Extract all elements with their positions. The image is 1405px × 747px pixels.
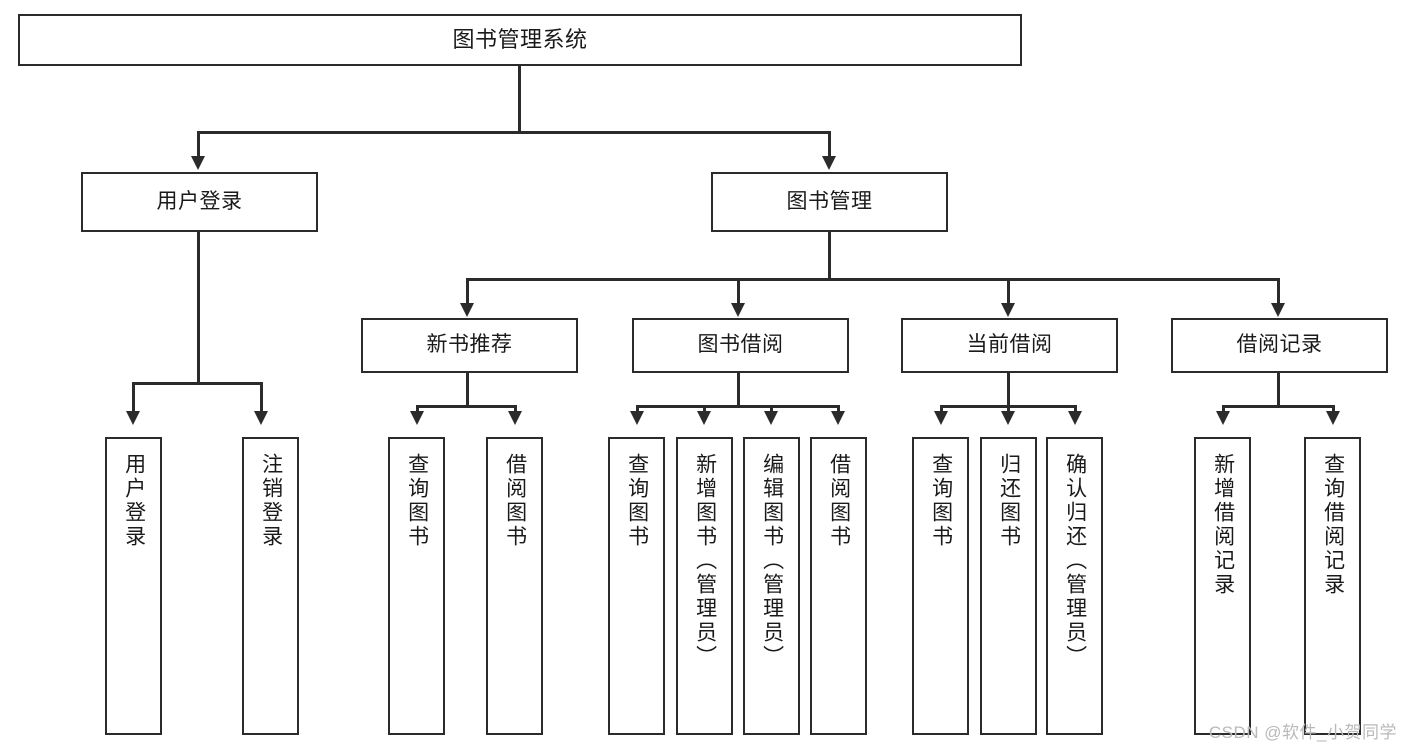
leaf-borrow-book-recommend[interactable]: 借阅图书	[486, 437, 543, 735]
node-book-management[interactable]: 图书管理	[711, 172, 948, 232]
edge-record-bus	[1222, 405, 1335, 408]
arrow-current-to-l2	[1001, 411, 1015, 425]
arrow-borrow-to-l4	[831, 411, 845, 425]
node-new-book-recommend-label: 新书推荐	[426, 333, 513, 357]
leaf-logout-label: 注销登录	[259, 453, 283, 549]
node-root-label: 图书管理系统	[452, 27, 588, 53]
node-book-borrow-label: 图书借阅	[697, 333, 784, 357]
edge-login-to-l1	[132, 382, 135, 413]
leaf-borrow-book[interactable]: 借阅图书	[810, 437, 867, 735]
leaf-edit-book-admin[interactable]: 编辑图书（管理员）	[743, 437, 800, 735]
arrow-current-to-l1	[934, 411, 948, 425]
edge-books-stem	[828, 232, 831, 280]
leaf-confirm-return-admin[interactable]: 确认归还（管理员）	[1046, 437, 1103, 735]
edge-login-stem	[197, 232, 200, 384]
arrow-record-to-l1	[1216, 411, 1230, 425]
leaf-query-book-borrow-label: 查询图书	[625, 453, 649, 549]
leaf-add-borrow-record[interactable]: 新增借阅记录	[1194, 437, 1251, 735]
leaf-query-book-borrow[interactable]: 查询图书	[608, 437, 665, 735]
node-borrow-record-label: 借阅记录	[1236, 333, 1323, 357]
node-current-borrow[interactable]: 当前借阅	[901, 318, 1118, 373]
arrow-books-to-l3d	[1271, 303, 1285, 317]
arrow-root-to-login	[191, 156, 205, 170]
arrow-borrow-to-l2	[697, 411, 711, 425]
node-current-borrow-label: 当前借阅	[966, 333, 1053, 357]
node-new-book-recommend[interactable]: 新书推荐	[361, 318, 578, 373]
edge-borrow-to-l2	[703, 405, 706, 413]
edge-books-to-l3d	[1277, 278, 1280, 305]
arrow-books-to-l3c	[1001, 303, 1015, 317]
leaf-user-login-label: 用户登录	[122, 453, 146, 549]
leaf-query-book-current-label: 查询图书	[929, 453, 953, 549]
edge-root-to-books	[828, 131, 831, 158]
leaf-query-borrow-record[interactable]: 查询借阅记录	[1304, 437, 1361, 735]
edge-borrow-to-l3	[770, 405, 773, 413]
arrow-newbook-to-l2	[508, 411, 522, 425]
arrow-current-to-l3	[1068, 411, 1082, 425]
edge-current-to-l2	[1007, 405, 1010, 413]
edge-borrow-bus	[636, 405, 840, 408]
leaf-edit-book-admin-label: 编辑图书（管理员）	[760, 453, 784, 669]
csdn-watermark: CSDN @软件_小贺同学	[1208, 723, 1397, 742]
edge-books-to-l3c	[1007, 278, 1010, 305]
leaf-return-book-label: 归还图书	[997, 453, 1021, 549]
arrow-borrow-to-l1	[630, 411, 644, 425]
arrow-root-to-books	[822, 156, 836, 170]
leaf-borrow-book-recommend-label: 借阅图书	[503, 453, 527, 549]
edge-login-to-l2	[260, 382, 263, 413]
arrow-books-to-l3a	[460, 303, 474, 317]
node-book-management-label: 图书管理	[786, 189, 873, 213]
arrow-newbook-to-l1	[410, 411, 424, 425]
edge-record-to-l2	[1332, 405, 1335, 413]
edge-login-bus	[132, 382, 263, 385]
edge-current-to-l1	[940, 405, 943, 413]
node-user-login[interactable]: 用户登录	[81, 172, 318, 232]
arrow-login-to-l2	[254, 411, 268, 425]
arrow-borrow-to-l3	[764, 411, 778, 425]
edge-borrow-stem	[737, 373, 740, 407]
edge-record-stem	[1277, 373, 1280, 407]
edge-borrow-to-l1	[636, 405, 639, 413]
node-book-borrow[interactable]: 图书借阅	[632, 318, 849, 373]
node-user-login-label: 用户登录	[156, 189, 243, 213]
leaf-borrow-book-label: 借阅图书	[827, 453, 851, 549]
leaf-add-book-admin[interactable]: 新增图书（管理员）	[676, 437, 733, 735]
edge-newbook-to-l1	[416, 405, 419, 413]
leaf-return-book[interactable]: 归还图书	[980, 437, 1037, 735]
edge-root-to-login	[197, 131, 200, 158]
edge-root-bus	[197, 131, 831, 134]
leaf-query-book-recommend-label: 查询图书	[405, 453, 429, 549]
leaf-confirm-return-admin-label: 确认归还（管理员）	[1063, 453, 1087, 669]
edge-books-bus	[466, 278, 1280, 281]
edge-newbook-stem	[466, 373, 469, 407]
leaf-logout[interactable]: 注销登录	[242, 437, 299, 735]
arrow-record-to-l2	[1326, 411, 1340, 425]
edge-newbook-bus	[416, 405, 517, 408]
edge-current-to-l3	[1074, 405, 1077, 413]
edge-borrow-to-l4	[837, 405, 840, 413]
edge-books-to-l3a	[466, 278, 469, 305]
leaf-add-book-admin-label: 新增图书（管理员）	[693, 453, 717, 669]
leaf-query-book-current[interactable]: 查询图书	[912, 437, 969, 735]
leaf-query-book-recommend[interactable]: 查询图书	[388, 437, 445, 735]
leaf-query-borrow-record-label: 查询借阅记录	[1321, 453, 1345, 597]
edge-record-to-l1	[1222, 405, 1225, 413]
leaf-user-login[interactable]: 用户登录	[105, 437, 162, 735]
arrow-login-to-l1	[126, 411, 140, 425]
edge-books-to-l3b	[737, 278, 740, 305]
edge-newbook-to-l2	[514, 405, 517, 413]
leaf-add-borrow-record-label: 新增借阅记录	[1211, 453, 1235, 597]
edge-current-stem	[1007, 373, 1010, 407]
node-borrow-record[interactable]: 借阅记录	[1171, 318, 1388, 373]
arrow-books-to-l3b	[731, 303, 745, 317]
edge-root-stem	[518, 66, 521, 133]
node-root[interactable]: 图书管理系统	[18, 14, 1022, 66]
